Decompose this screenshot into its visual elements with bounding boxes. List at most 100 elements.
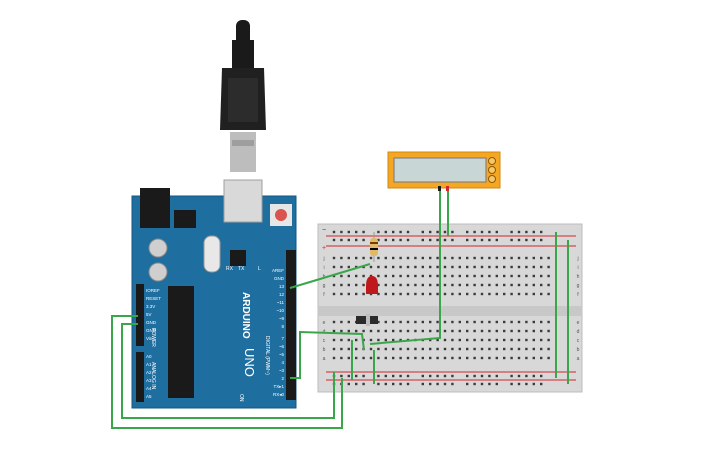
breadboard-hole[interactable] [355,356,358,360]
breadboard-hole[interactable] [510,238,513,242]
breadboard-hole[interactable] [392,256,395,260]
breadboard-hole[interactable] [362,374,365,378]
breadboard-hole[interactable] [503,274,506,278]
breadboard-hole[interactable] [451,238,454,242]
breadboard-hole[interactable] [495,329,498,333]
breadboard-hole[interactable] [347,382,350,386]
breadboard-hole[interactable] [436,338,439,342]
breadboard-hole[interactable] [532,382,535,386]
breadboard-hole[interactable] [532,356,535,360]
breadboard-hole[interactable] [525,292,528,296]
breadboard-hole[interactable] [443,356,447,360]
breadboard-hole[interactable] [392,382,395,386]
breadboard-hole[interactable] [384,256,387,260]
breadboard-hole[interactable] [480,292,484,296]
breadboard-hole[interactable] [429,238,432,242]
breadboard-hole[interactable] [517,238,521,242]
breadboard-hole[interactable] [340,292,343,296]
breadboard-hole[interactable] [392,283,395,287]
breadboard-hole[interactable] [532,320,535,324]
breadboard-hole[interactable] [384,274,387,278]
breadboard-hole[interactable] [436,265,439,269]
breadboard-hole[interactable] [532,265,535,269]
wires[interactable] [111,191,569,429]
breadboard-hole[interactable] [429,274,432,278]
breadboard-hole[interactable] [540,283,543,287]
breadboard-hole[interactable] [399,283,402,287]
breadboard-hole[interactable] [466,256,469,260]
breadboard-hole[interactable] [532,274,535,278]
breadboard-hole[interactable] [480,230,484,234]
breadboard-hole[interactable] [377,374,380,378]
breadboard-hole[interactable] [495,238,498,242]
breadboard-hole[interactable] [473,347,476,351]
breadboard-hole[interactable] [421,374,424,378]
breadboard-hole[interactable] [377,292,380,296]
breadboard-hole[interactable] [436,374,439,378]
breadboard-hole[interactable] [332,338,336,342]
breadboard-hole[interactable] [399,274,402,278]
breadboard-hole[interactable] [517,230,521,234]
breadboard-hole[interactable] [451,338,454,342]
breadboard-hole[interactable] [436,382,439,386]
breadboard-hole[interactable] [362,256,365,260]
breadboard-hole[interactable] [547,338,550,342]
breadboard-hole[interactable] [451,265,454,269]
wire-display-switch[interactable] [369,191,441,345]
breadboard-hole[interactable] [384,320,387,324]
breadboard-hole[interactable] [392,230,395,234]
breadboard-hole[interactable] [488,238,491,242]
breadboard-hole[interactable] [488,382,491,386]
breadboard-hole[interactable] [510,292,513,296]
breadboard-hole[interactable] [525,382,528,386]
breadboard-hole[interactable] [369,274,373,278]
breadboard-hole[interactable] [540,256,543,260]
breadboard-hole[interactable] [540,356,543,360]
reset-button[interactable] [275,209,287,221]
breadboard-hole[interactable] [495,374,498,378]
wire-pin2-switch[interactable] [290,330,365,379]
breadboard-hole[interactable] [525,274,528,278]
breadboard-hole[interactable] [414,265,417,269]
breadboard-hole[interactable] [488,265,491,269]
breadboard-hole[interactable] [510,382,513,386]
breadboard-hole[interactable] [421,382,424,386]
breadboard-hole[interactable] [473,256,476,260]
breadboard-hole[interactable] [488,283,491,287]
breadboard-hole[interactable] [347,329,350,333]
breadboard-holes[interactable] [332,230,550,386]
breadboard-hole[interactable] [369,356,373,360]
breadboard-hole[interactable] [332,347,336,351]
breadboard-hole[interactable] [480,256,484,260]
breadboard-hole[interactable] [540,274,543,278]
breadboard-hole[interactable] [547,265,550,269]
breadboard-hole[interactable] [547,256,550,260]
breadboard-hole[interactable] [488,292,491,296]
breadboard-hole[interactable] [480,274,484,278]
breadboard-hole[interactable] [399,382,402,386]
breadboard-hole[interactable] [495,274,498,278]
breadboard-hole[interactable] [355,230,358,234]
breadboard-hole[interactable] [517,292,521,296]
breadboard-hole[interactable] [347,292,350,296]
breadboard-hole[interactable] [473,292,476,296]
wire-pin13-resistor[interactable] [289,263,371,289]
breadboard-hole[interactable] [421,230,424,234]
breadboard-hole[interactable] [503,283,506,287]
breadboard-hole[interactable] [451,230,454,234]
breadboard-hole[interactable] [347,238,350,242]
breadboard-hole[interactable] [340,320,343,324]
breadboard-hole[interactable] [355,338,358,342]
breadboard-hole[interactable] [466,374,469,378]
breadboard-hole[interactable] [517,274,521,278]
breadboard-hole[interactable] [340,374,343,378]
breadboard-hole[interactable] [429,265,432,269]
breadboard-hole[interactable] [399,320,402,324]
breadboard-hole[interactable] [466,320,469,324]
breadboard-hole[interactable] [466,329,469,333]
breadboard-hole[interactable] [540,292,543,296]
breadboard-hole[interactable] [540,329,543,333]
breadboard-hole[interactable] [399,329,402,333]
breadboard-hole[interactable] [532,292,535,296]
breadboard-hole[interactable] [406,356,410,360]
